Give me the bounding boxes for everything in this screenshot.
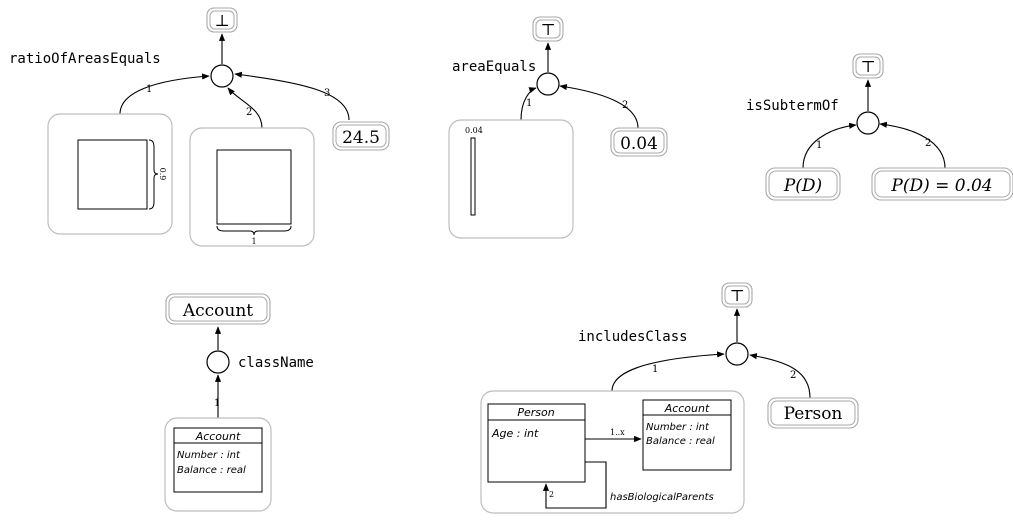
- uml-box-includes: Person Age : int Account Number : int Ba…: [480, 390, 745, 514]
- edge-subterm-1-label: 1: [816, 140, 822, 151]
- edge-ratio-1-label: 1: [146, 84, 152, 95]
- edge-area-2: [559, 83, 639, 129]
- value-token-ratio-text: 24.5: [342, 128, 380, 148]
- uml-self-association: [542, 461, 607, 509]
- figure-label-height: 0.9: [158, 168, 167, 181]
- top-token-ratio-text: ⊥: [214, 11, 229, 30]
- operator-label-area: areaEquals: [452, 59, 536, 75]
- arg-token-subterm-2: P(D) = 0.04: [871, 167, 1013, 201]
- value-token-includes: Person: [767, 397, 859, 429]
- edge-includes-2-label: 2: [790, 370, 796, 381]
- panel-subterm: ⊤ isSubtermOf 1 2 P(D) P(D) = 0.04: [746, 53, 1013, 201]
- value-token-ratio: 24.5: [332, 121, 390, 151]
- edge-ratio-2: [227, 87, 263, 129]
- panel-classname: Account className 1 Account Number : int…: [164, 293, 314, 512]
- panel-ratio: ⊥ ratioOfAreasEquals 1 2 3 0.9 1: [9, 7, 390, 247]
- edge-includes-2: [749, 353, 811, 399]
- operator-node-ratio: [210, 64, 234, 88]
- figure-label-area: 0.04: [465, 126, 483, 135]
- value-token-area-text: 0.04: [620, 134, 658, 154]
- edge-ratio-3-label: 3: [324, 88, 330, 99]
- uml-attribute-balance-2: Balance : real: [646, 436, 715, 447]
- uml-class-person-title: Person: [517, 406, 554, 419]
- panel-area: ⊤ areaEquals 1 2 0.04 0.04: [448, 16, 668, 239]
- figure-box-thin-rect: 0.04: [448, 119, 574, 239]
- top-token-classname: Account: [165, 293, 271, 325]
- figure-box-square-b: 1: [189, 127, 315, 247]
- operator-label-includes: includesClass: [578, 329, 688, 345]
- arg-token-subterm-1-text: P(D): [783, 176, 822, 196]
- edge-includes-1-label: 1: [652, 364, 658, 375]
- uml-attribute-number: Number : int: [177, 450, 241, 461]
- uml-box-classname: Account Number : int Balance : real: [164, 417, 272, 512]
- operator-node-subterm: [856, 111, 880, 135]
- uml-association-multiplicity: 1..x: [610, 428, 625, 437]
- operator-node-includes: [725, 342, 749, 366]
- uml-self-multiplicity: 2: [549, 490, 554, 499]
- edge-classname-1-label: 1: [214, 398, 220, 409]
- value-token-includes-text: Person: [784, 404, 843, 424]
- top-token-area: ⊤: [532, 16, 564, 42]
- uml-attribute-number-2: Number : int: [646, 422, 710, 433]
- arg-token-subterm-1: P(D): [765, 167, 841, 201]
- uml-class-account-title: Account: [664, 402, 710, 415]
- operator-label-classname: className: [238, 355, 314, 371]
- uml-attribute-age: Age : int: [491, 427, 539, 440]
- edge-area-1-label: 1: [526, 98, 532, 109]
- edge-subterm-1: [802, 122, 857, 169]
- top-token-ratio: ⊥: [206, 7, 238, 33]
- figure-label-width: 1: [251, 237, 256, 246]
- uml-class-title: Account: [195, 430, 241, 443]
- value-token-area: 0.04: [610, 127, 668, 157]
- operator-label-ratio: ratioOfAreasEquals: [9, 51, 161, 67]
- operator-node-classname: [206, 350, 230, 374]
- top-token-includes-text: ⊤: [729, 286, 744, 305]
- uml-attribute-balance: Balance : real: [177, 465, 246, 476]
- edge-includes-1: [611, 351, 725, 392]
- edge-ratio-3: [234, 71, 350, 121]
- edge-area-1: [520, 87, 537, 121]
- edge-ratio-2-label: 2: [246, 107, 252, 118]
- operator-label-subterm: isSubtermOf: [746, 98, 839, 114]
- figure-box-square-a: 0.9: [47, 113, 173, 235]
- edge-ratio-1: [119, 73, 210, 115]
- edge-subterm-2: [879, 121, 946, 169]
- top-token-subterm-text: ⊤: [860, 57, 875, 76]
- uml-self-label: hasBiologicalParents: [610, 492, 714, 503]
- top-token-includes: ⊤: [721, 282, 753, 308]
- top-token-subterm: ⊤: [852, 53, 884, 79]
- panel-includes: ⊤ includesClass 1 2 Person Age : int Acc…: [480, 282, 859, 514]
- operator-node-area: [536, 72, 560, 96]
- top-token-area-text: ⊤: [540, 20, 555, 39]
- edge-subterm-2-label: 2: [925, 138, 931, 149]
- top-token-classname-text: Account: [182, 301, 253, 321]
- arg-token-subterm-2-text: P(D) = 0.04: [890, 176, 992, 196]
- edge-area-2-label: 2: [622, 100, 628, 111]
